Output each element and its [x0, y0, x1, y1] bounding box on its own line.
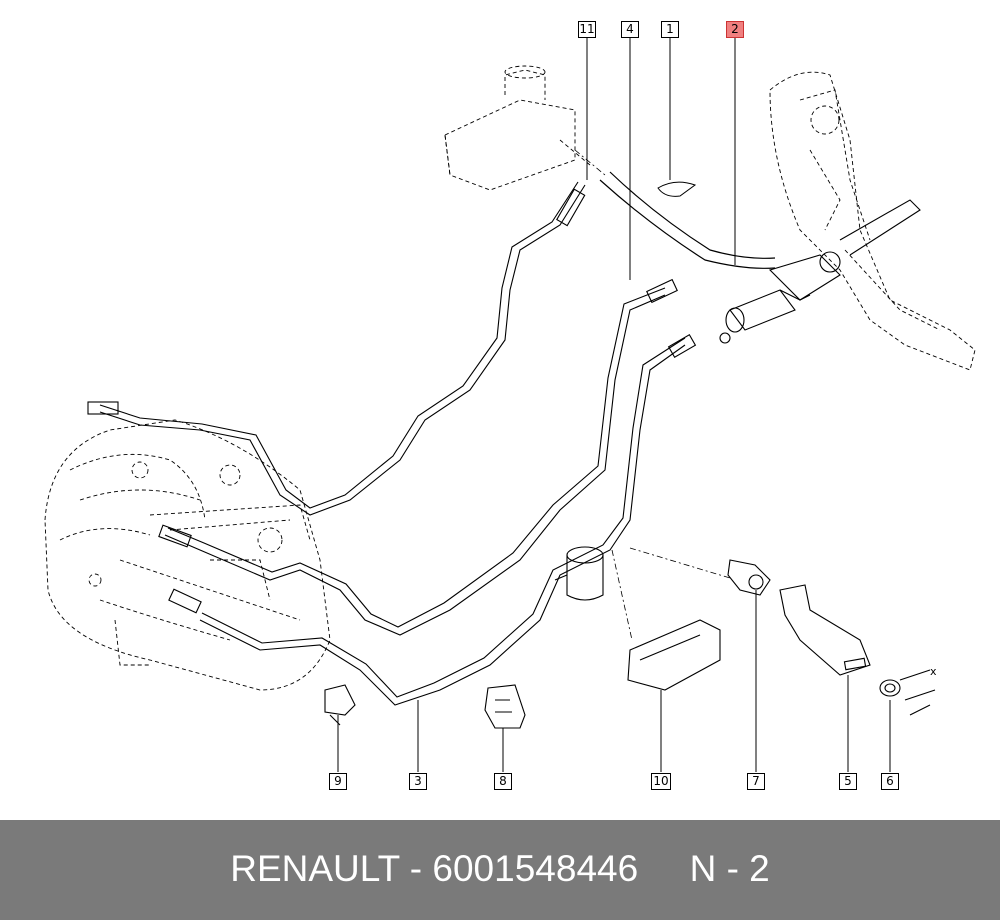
- callout-9: 9: [329, 773, 347, 790]
- master-cylinder: [719, 199, 921, 344]
- callout-5: 5: [839, 773, 857, 790]
- axis-mark: x: [930, 665, 937, 678]
- bracket-5: [779, 584, 871, 676]
- fluid-reservoir: [444, 65, 591, 191]
- gearbox-drawing: [44, 419, 331, 691]
- callout-6: 6: [881, 773, 899, 790]
- clutch-hydraulic-diagram: x: [44, 38, 976, 772]
- callout-10: 10: [651, 773, 671, 790]
- callout-4: 4: [621, 21, 639, 38]
- clip-7: [727, 559, 771, 596]
- pulsation-damper: [554, 546, 604, 601]
- nut-6: [879, 669, 936, 716]
- assembly-arrows: [574, 149, 731, 641]
- leader-lines: [337, 38, 891, 772]
- callout-8: 8: [494, 773, 512, 790]
- hose-clip: [657, 181, 697, 197]
- pipe-11: [87, 181, 586, 516]
- callout-2: 2: [726, 21, 744, 38]
- bracket-10: [627, 619, 721, 691]
- clip-9: [324, 684, 356, 726]
- pipe-4: [158, 278, 678, 636]
- callout-7: 7: [747, 773, 765, 790]
- pipe-3: [168, 334, 697, 706]
- pedal-assembly: [769, 71, 976, 371]
- callout-11: 11: [578, 21, 596, 38]
- part-number-caption: RENAULT - 6001548446 N - 2: [230, 848, 770, 889]
- footer-bar: RENAULT - 6001548446 N - 2: [0, 820, 1000, 920]
- callout-1: 1: [661, 21, 679, 38]
- callout-3: 3: [409, 773, 427, 790]
- feed-hose: [599, 179, 776, 269]
- clip-8: [484, 684, 526, 729]
